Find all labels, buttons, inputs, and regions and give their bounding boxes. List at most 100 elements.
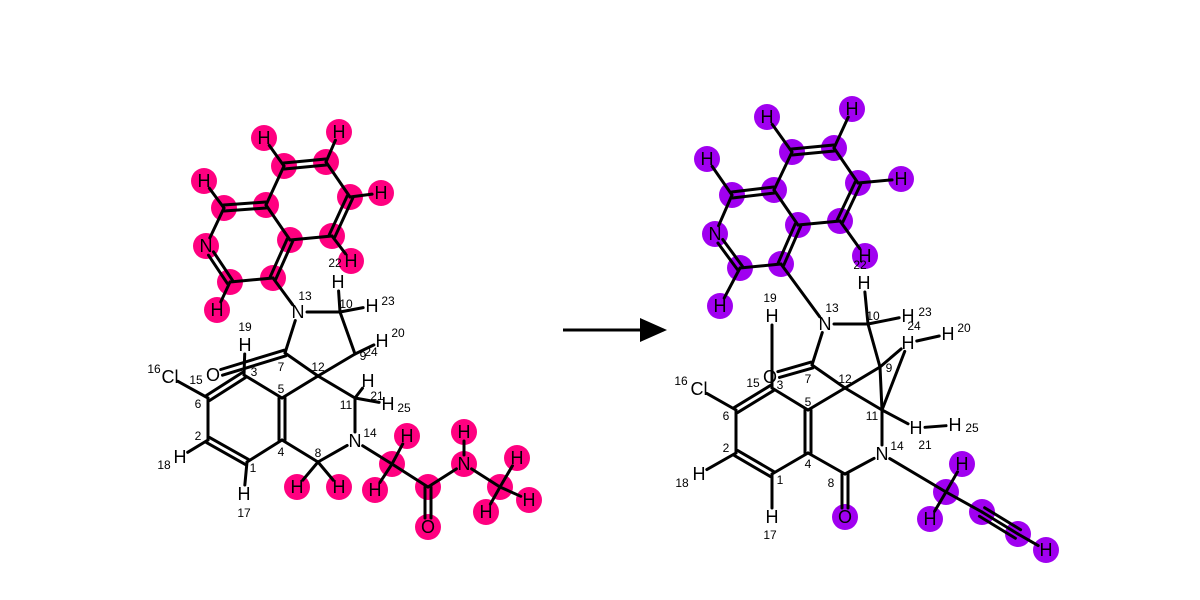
product-atom-label: Cl [691,379,708,399]
reactant-bond [324,138,337,164]
reactant-atom-number: 2 [195,429,202,443]
reactant-atom-highlight [415,514,441,540]
reactant-atom-highlight [473,499,499,525]
product-atom-label: H [714,296,727,316]
reactant-atom-highlight [451,419,477,445]
reactant-atom-highlight [326,119,352,145]
reactant-atom-number: 16 [147,362,161,376]
reactant-atom-number: 23 [381,294,395,308]
product-atom-highlight [702,221,728,247]
reactant-bond [268,237,289,279]
product-atom-number: 25 [965,421,979,435]
reactant-atom-label: H [332,272,345,292]
reactant-atom-label: H [375,183,388,203]
reactant-bond [353,343,376,356]
reactant-bond [208,206,226,240]
reactant-bond [324,160,352,199]
reactant-bond [264,164,286,207]
product-bond [933,490,948,513]
product-atom-highlight [754,104,780,130]
product-bond [796,219,842,227]
reactant-bond [219,348,286,372]
reactant-atom-label: H [523,490,536,510]
reactant-bond [353,386,365,400]
product-bond [835,180,857,222]
reactant-atom-label: H [211,300,224,320]
reactant-bond [316,460,335,482]
product-atom-label: H [902,306,915,326]
reactant-bond [378,462,394,484]
product-atom-label: O [763,367,777,387]
product-atom-number: 10 [866,309,880,323]
reactant-bond [361,444,394,466]
reactant-bond [242,373,284,400]
reactant-bond [316,352,357,378]
reactant-bond [333,196,355,239]
product-bond [832,115,850,150]
product-bond [736,448,776,473]
reactant-atom-highlight [451,451,477,477]
reactant-atom-number: 18 [157,458,171,472]
reactant-atom-number: 11 [340,398,353,412]
product-bond [738,262,783,270]
product-atom-highlight [852,243,878,269]
reactant-atom-number: 17 [237,506,251,520]
product-bond [888,457,948,494]
product-atom-number: 17 [763,528,777,542]
reactant-atom-label: Cl [162,367,179,387]
reactant-atom-label: H [480,502,493,522]
product-bond [722,266,742,300]
reactant-bond [242,352,247,377]
reactant-atom-highlight [251,125,277,151]
reactant-atom-highlight [516,487,542,513]
reactant-bond [205,441,248,467]
reactant-bond [390,442,405,466]
reactant-atom-label: N [458,454,471,474]
product-bond [843,456,876,476]
product-atom-number: 18 [675,476,689,490]
reactant-atom-label: H [366,296,379,316]
product-atom-label: H [949,415,962,435]
product-bond [770,122,794,154]
product-bond [777,366,815,379]
reactant-atom-number: 7 [278,360,285,374]
product-bond [736,389,776,415]
product-bond [806,451,847,476]
product-bond [710,164,734,197]
reactant-atom-number: 25 [397,401,411,415]
product-bond [730,185,776,194]
product-bond [843,365,882,390]
reactant-bond [498,464,514,489]
reactant-atom-number: 3 [251,365,258,379]
product-atom-number: 14 [890,439,904,453]
reactant-atom-number: 12 [311,360,325,374]
reactant-bond [222,200,268,207]
product-bond [705,451,738,472]
product-bond [717,193,734,228]
product-atom-label: H [902,333,915,353]
reactant-atom-label: H [174,447,187,467]
reactant-bond [283,319,297,355]
product-atom-highlight [832,504,858,530]
product-bond [856,178,894,185]
reactant-atom-label: O [206,365,220,385]
reactant-atom-number: 5 [278,382,285,396]
reactant-bond [390,462,430,489]
reactant-bond [228,276,275,284]
reactant-atom-label: H [345,251,358,271]
product-atom-label: H [766,507,779,527]
reactant-bond [426,467,458,489]
product-bond [866,322,882,369]
reactant-bond [301,460,320,482]
product-bond [730,191,776,200]
reactant-bond [316,374,357,400]
product-bond [782,224,803,267]
reactant-bond [243,460,249,487]
product-bond [880,408,910,426]
product-atom-label: H [910,418,923,438]
product-bond [832,146,860,185]
reactant-atom-label: H [239,335,252,355]
reactant-bond [338,306,365,314]
